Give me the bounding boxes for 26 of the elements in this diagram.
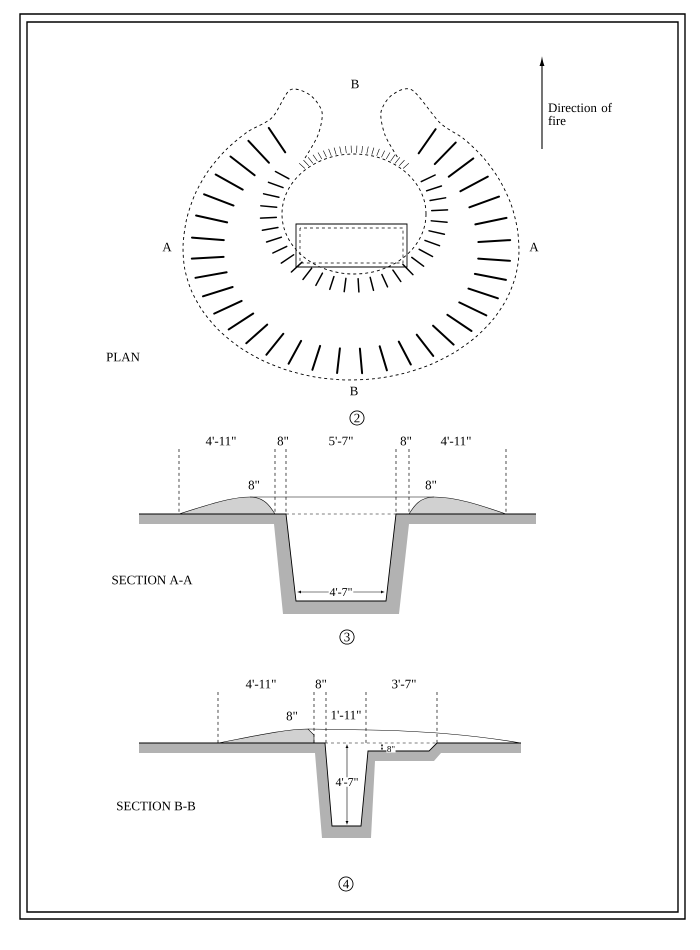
dimension-label: 5'-7": [329, 436, 353, 446]
dimension-label: 4'-7": [334, 777, 360, 787]
dimension-label: 4'-11": [440, 436, 471, 446]
section-marker: B: [350, 386, 358, 396]
dimension-label: 8": [400, 436, 412, 446]
figure-number: 2: [350, 410, 364, 426]
dimension-label: 4'-7": [328, 587, 354, 597]
figure-number: 3: [339, 629, 355, 645]
dimension-label: 8": [248, 480, 260, 490]
dimension-label: 4'-11": [206, 436, 236, 446]
dimension-label: 4'-11": [246, 680, 276, 688]
dimension-label: 3'-7": [392, 680, 416, 688]
dimension-label: 8": [386, 745, 396, 753]
view-title: PLAN: [106, 352, 140, 362]
dimension-label: 8": [316, 680, 326, 688]
view-title: SECTION B-B: [117, 802, 196, 810]
direction-label: Direction of fire: [548, 102, 612, 126]
view-title: SECTION A-A: [112, 576, 192, 584]
section-marker: B: [351, 80, 359, 88]
section-marker: A: [162, 242, 172, 252]
section-marker: A: [529, 242, 539, 252]
dimension-label: 8": [278, 436, 288, 446]
dimension-label: 1'-11": [332, 710, 361, 720]
dimension-label: 8": [286, 712, 298, 720]
dimension-label: 8": [426, 480, 436, 490]
figure-number: 4: [338, 876, 354, 892]
